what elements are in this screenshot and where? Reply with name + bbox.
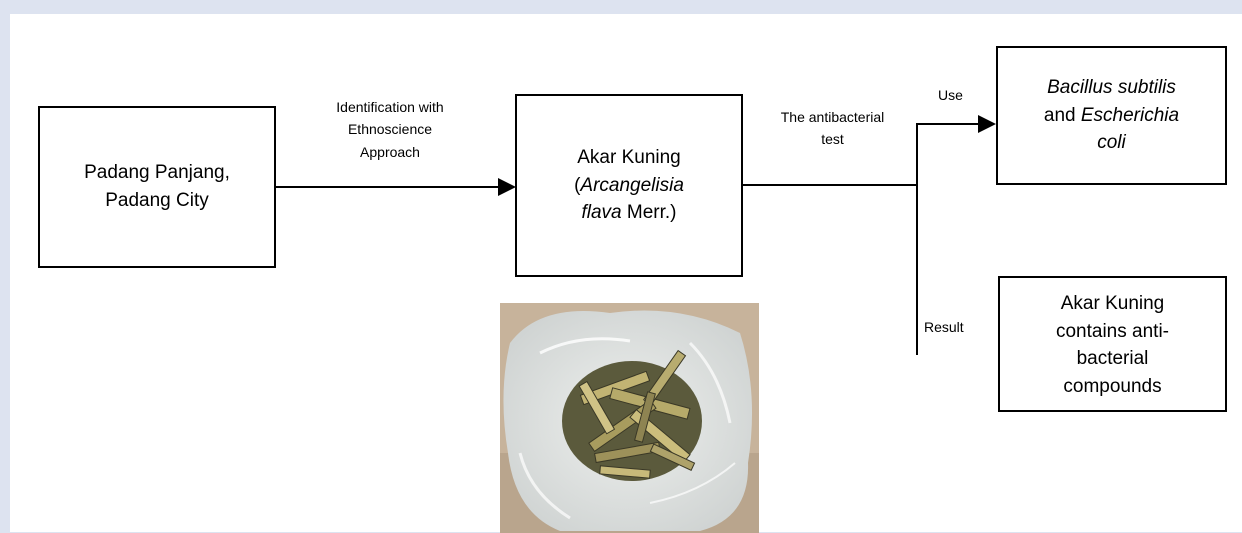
plant-box: Akar Kuning (Arcangelisia flava Merr.): [515, 94, 743, 277]
antibacterial-line2: test: [821, 131, 844, 148]
bacteria-box: Bacillus subtilis and Escherichia coli: [996, 46, 1227, 185]
arrow-use-line: [916, 123, 982, 125]
result-box: Akar Kuning contains anti- bacterial com…: [998, 276, 1227, 412]
origin-line1: Padang Panjang,: [84, 162, 230, 184]
result-line3: bacterial: [1076, 348, 1149, 370]
plant-paren: (: [574, 174, 581, 196]
use-label: Use: [938, 87, 963, 103]
identification-line1: Identification with: [336, 99, 444, 115]
origin-line2: Padang City: [105, 190, 209, 211]
diagram-canvas: Padang Panjang, Padang City Identificati…: [10, 14, 1242, 533]
plant-line1: Akar Kuning: [577, 147, 681, 169]
plant-author: Merr.): [621, 202, 677, 224]
result-line2: contains anti-: [1055, 320, 1169, 342]
arrow-use-head: [978, 115, 996, 133]
result-line4: compounds: [1063, 375, 1162, 397]
bacteria-and: and: [1043, 104, 1081, 126]
antibacterial-label: The antibacterial test: [760, 106, 905, 151]
plant-genus: Arcangelisia: [580, 174, 684, 196]
identification-line2: Ethnoscience: [347, 121, 433, 138]
arrow-origin-to-plant-line: [276, 186, 502, 188]
arrow-origin-to-plant-head: [498, 178, 516, 196]
origin-box: Padang Panjang, Padang City: [38, 106, 276, 268]
connector-plant-to-branch: [743, 184, 918, 186]
result-line1: Akar Kuning: [1060, 293, 1165, 314]
bacteria-species2: coli: [1097, 132, 1126, 154]
bacteria-species1: Bacillus subtilis: [1047, 77, 1176, 99]
identification-line3: Approach: [360, 143, 420, 160]
result-label: Result: [924, 319, 964, 335]
bacteria-genus2: Escherichia: [1080, 104, 1180, 126]
plant-photo: [500, 303, 759, 533]
identification-label: Identification with Ethnoscience Approac…: [315, 96, 465, 163]
antibacterial-line1: The antibacterial: [780, 109, 885, 125]
plant-species: flava: [581, 202, 622, 224]
branch-vertical-line: [916, 123, 918, 355]
